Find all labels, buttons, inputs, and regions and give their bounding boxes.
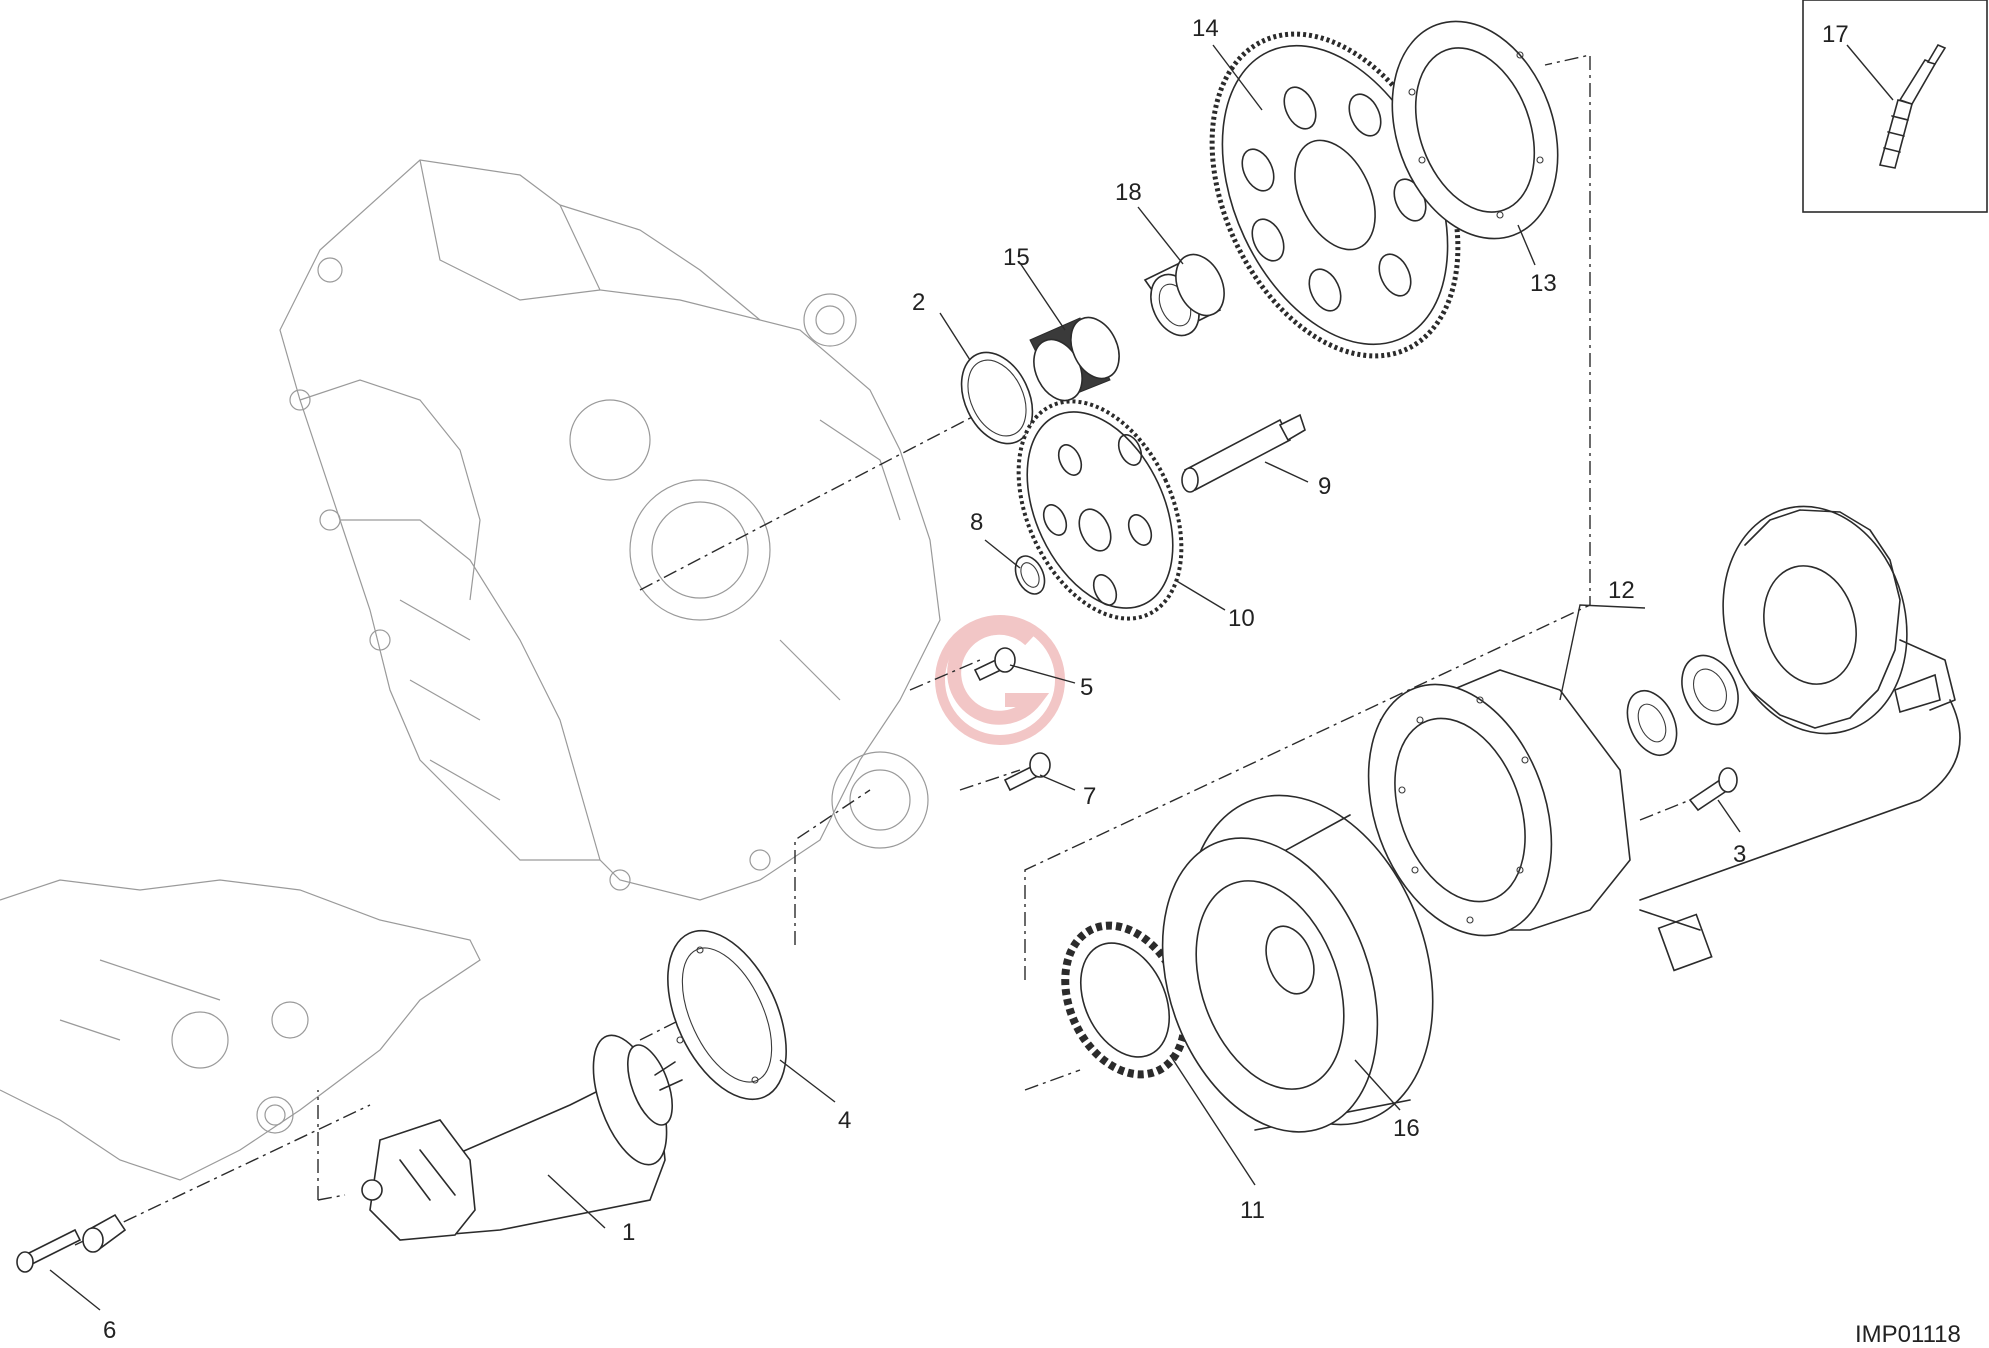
- callout-3: 3: [1733, 841, 1746, 868]
- callout-12: 12: [1608, 577, 1635, 604]
- callout-7: 7: [1083, 783, 1096, 810]
- callout-17: 17: [1822, 21, 1849, 48]
- stator-part-12: [1639, 505, 1961, 972]
- shaft-part-9: [1181, 413, 1306, 493]
- callout-10: 10: [1228, 605, 1255, 632]
- callout-9: 9: [1318, 473, 1331, 500]
- drawing-reference-code: IMP01118: [1855, 1321, 1961, 1348]
- callout-14: 14: [1192, 15, 1219, 42]
- rotor-housing: [1367, 669, 1631, 937]
- callout-5: 5: [1080, 674, 1093, 701]
- screw-part-6: [16, 1213, 127, 1273]
- spark-plug-inset: [1802, 0, 1988, 213]
- spark-plug-part-17: [1878, 43, 1947, 169]
- callout-labels: 1 2 3 4 5 6 7 8 9 10 11 12 13 14 15 16 1…: [103, 15, 1849, 1344]
- idler-gear-part-10: [1016, 399, 1184, 621]
- circlip-part-8: [1014, 555, 1046, 595]
- screw-part-7: [1003, 752, 1051, 792]
- gasket-part-4: [667, 929, 787, 1101]
- cover-ring-part-13: [1391, 20, 1559, 240]
- callout-15: 15: [1003, 244, 1030, 271]
- callout-16: 16: [1393, 1115, 1420, 1142]
- screw-part-3: [1688, 767, 1738, 812]
- leader-lines: [49, 44, 1894, 1311]
- bushing-part-18: [1143, 253, 1225, 337]
- callout-2: 2: [912, 289, 925, 316]
- callout-6: 6: [103, 1317, 116, 1344]
- inset-frame: [1802, 0, 1988, 213]
- callout-13: 13: [1530, 270, 1557, 297]
- needle-bearing-part-15: [1029, 316, 1120, 402]
- callout-18: 18: [1115, 179, 1142, 206]
- crankcase-housing: [0, 159, 941, 1181]
- callout-11: 11: [1240, 1197, 1265, 1224]
- screw-part-5: [973, 647, 1016, 682]
- callout-8: 8: [970, 509, 983, 536]
- callout-1: 1: [622, 1219, 635, 1246]
- callout-4: 4: [838, 1107, 851, 1134]
- starter-motor-part-1: [361, 1034, 683, 1241]
- washer-bearing-stack: [1626, 654, 1739, 756]
- washer-part-2: [960, 351, 1034, 445]
- flywheel-rotor-part-16: [1161, 794, 1434, 1133]
- watermark-logo: [935, 615, 1065, 745]
